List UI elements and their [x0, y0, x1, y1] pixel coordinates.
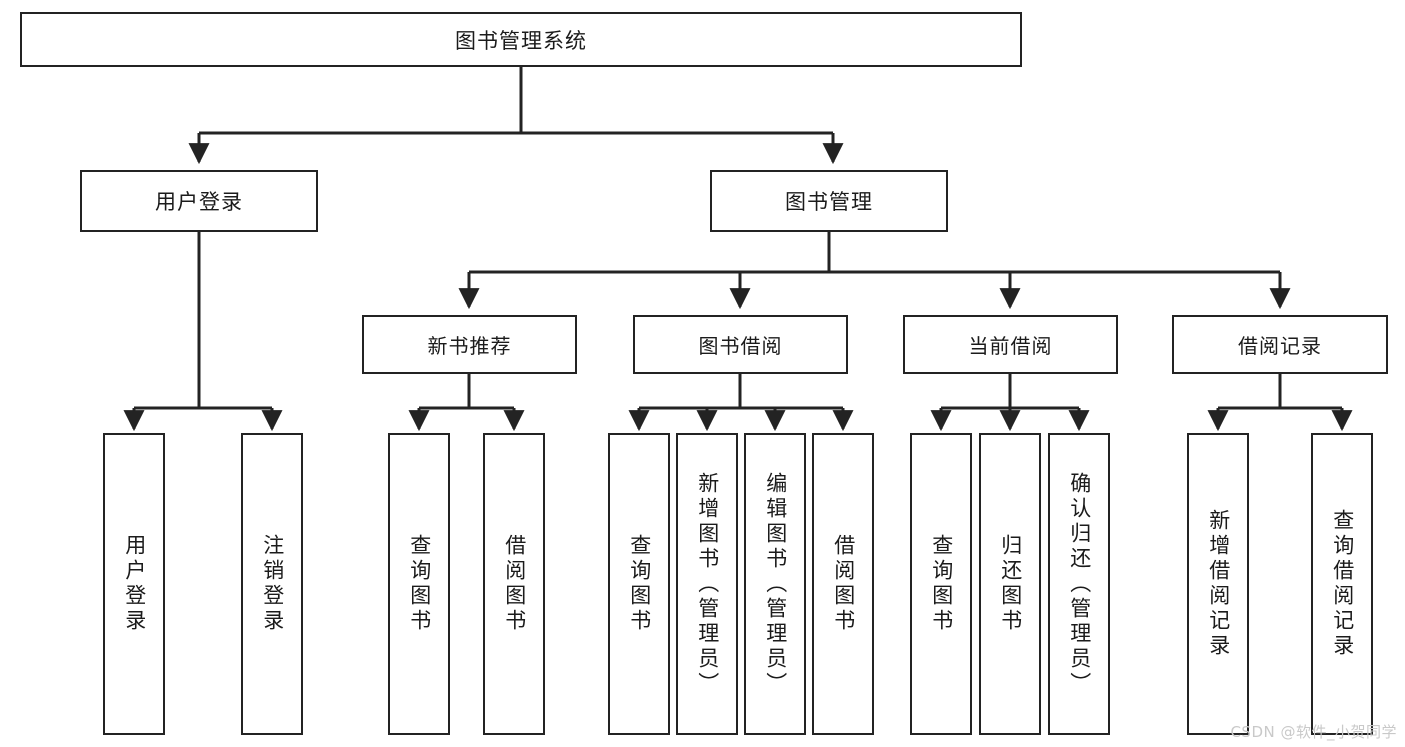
watermark-text: CSDN @软件_小贺同学	[1230, 723, 1397, 741]
leaf-record-add-record[interactable]: 新增借阅记录	[1187, 433, 1249, 735]
leaf-record-query-record[interactable]: 查询借阅记录	[1311, 433, 1373, 735]
node-label: 当前借阅	[968, 334, 1053, 358]
leaf-borrow-borrow-book[interactable]: 借阅图书	[812, 433, 874, 735]
leaf-recommend-borrow-book[interactable]: 借阅图书	[483, 433, 545, 735]
leaf-label: 查询图书	[407, 534, 432, 634]
node-label: 图书管理系统	[455, 28, 587, 53]
node-root-system[interactable]: 图书管理系统	[20, 12, 1022, 67]
leaf-current-query-book[interactable]: 查询图书	[910, 433, 972, 735]
node-label: 图书管理	[785, 190, 873, 214]
node-label: 用户登录	[155, 190, 243, 214]
node-book-management[interactable]: 图书管理	[710, 170, 948, 232]
leaf-label: 用户登录	[122, 534, 147, 634]
node-new-book-recommend[interactable]: 新书推荐	[362, 315, 577, 374]
leaf-user-logout[interactable]: 注销登录	[241, 433, 303, 735]
leaf-current-return-book[interactable]: 归还图书	[979, 433, 1041, 735]
leaf-label: 新增借阅记录	[1206, 509, 1231, 659]
leaf-label: 归还图书	[998, 534, 1023, 634]
leaf-label: 新增图书（管理员）	[695, 471, 720, 697]
leaf-borrow-edit-book-admin[interactable]: 编辑图书（管理员）	[744, 433, 806, 735]
leaf-label: 编辑图书（管理员）	[763, 471, 788, 697]
leaf-recommend-query-book[interactable]: 查询图书	[388, 433, 450, 735]
node-label: 借阅记录	[1238, 334, 1322, 358]
leaf-label: 查询借阅记录	[1330, 509, 1355, 659]
leaf-label: 确认归还（管理员）	[1067, 471, 1092, 697]
node-user-login[interactable]: 用户登录	[80, 170, 318, 232]
leaf-current-confirm-return-admin[interactable]: 确认归还（管理员）	[1048, 433, 1110, 735]
leaf-borrow-query-book[interactable]: 查询图书	[608, 433, 670, 735]
leaf-label: 借阅图书	[502, 534, 527, 634]
node-book-borrow[interactable]: 图书借阅	[633, 315, 848, 374]
node-borrow-record[interactable]: 借阅记录	[1172, 315, 1388, 374]
leaf-label: 借阅图书	[831, 534, 856, 634]
leaf-user-login[interactable]: 用户登录	[103, 433, 165, 735]
leaf-label: 查询图书	[929, 534, 954, 634]
node-label: 新书推荐	[427, 334, 512, 358]
leaf-borrow-add-book-admin[interactable]: 新增图书（管理员）	[676, 433, 738, 735]
leaf-label: 注销登录	[260, 534, 285, 634]
node-current-borrow[interactable]: 当前借阅	[903, 315, 1118, 374]
node-label: 图书借阅	[698, 334, 783, 358]
leaf-label: 查询图书	[627, 534, 652, 634]
